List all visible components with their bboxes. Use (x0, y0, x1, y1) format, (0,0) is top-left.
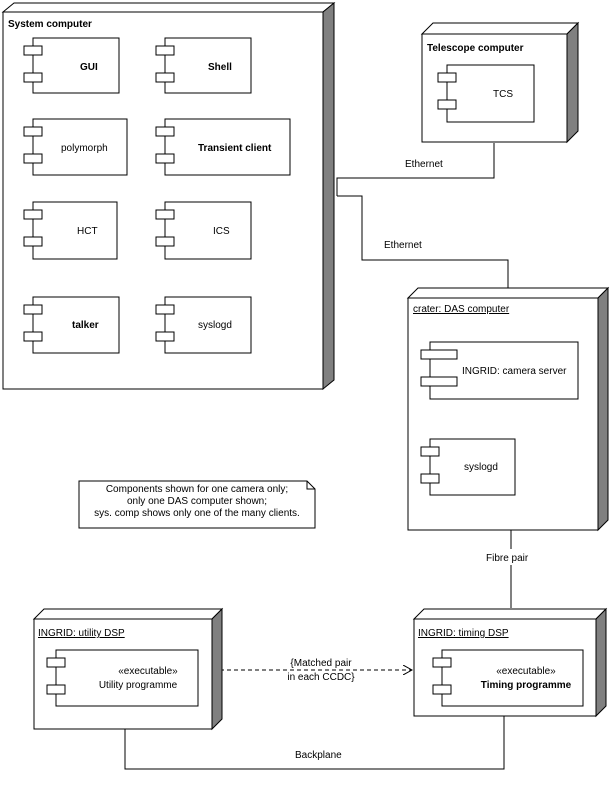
component-label: talker (72, 320, 99, 331)
component-shell: Shell (155, 37, 252, 94)
component-transient-client: Transient client (155, 118, 291, 176)
component-label: syslogd (198, 320, 232, 331)
diagram-note: Components shown for one camera only; on… (79, 481, 315, 528)
component-label: ICS (213, 226, 230, 237)
component-gui: GUI (23, 37, 120, 94)
component-label: Utility programme (99, 680, 178, 691)
component-label: GUI (80, 62, 98, 73)
component-camera-server: INGRID: camera server (420, 341, 579, 400)
component-utility-programme: «executable» Utility programme (46, 649, 199, 707)
component-label: INGRID: camera server (462, 366, 567, 377)
component-polymorph: polymorph (23, 118, 128, 176)
component-hct: HCT (23, 201, 118, 260)
component-label: TCS (493, 89, 513, 100)
label-backplane: Backplane (295, 750, 342, 761)
label-ethernet-telescope: Ethernet (405, 159, 443, 170)
component-stereotype: «executable» (118, 666, 178, 677)
component-syslogd-system: syslogd (155, 296, 252, 354)
component-label: Timing programme (481, 680, 572, 691)
component-label: Shell (208, 62, 232, 73)
node-title: INGRID: utility DSP (38, 628, 125, 639)
node-title: System computer (8, 19, 92, 30)
component-stereotype: «executable» (496, 666, 556, 677)
label-fibre-pair: Fibre pair (486, 553, 529, 564)
component-label: Transient client (198, 143, 272, 154)
label-matched-pair-1: {Matched pair (290, 658, 352, 669)
component-label: polymorph (61, 143, 108, 154)
component-timing-programme: «executable» Timing programme (432, 649, 584, 707)
note-line-1: Components shown for one camera only; (105, 484, 289, 495)
node-title: INGRID: timing DSP (418, 628, 509, 639)
component-syslogd-das: syslogd (420, 438, 516, 496)
component-tcs: TCS (437, 64, 535, 123)
note-shape (78, 480, 316, 529)
backplane-link (124, 716, 505, 770)
component-label: HCT (77, 226, 98, 237)
label-matched-pair-2: in each CCDC} (287, 672, 355, 683)
component-ics: ICS (155, 201, 252, 260)
ethernet-link-das (337, 195, 509, 289)
note-line-2: only one DAS computer shown; (126, 496, 268, 507)
component-label: syslogd (464, 462, 498, 473)
note-line-3: sys. comp shows only one of the many cli… (94, 508, 300, 519)
component-talker: talker (23, 296, 120, 354)
ethernet-link-telescope (336, 143, 495, 196)
label-ethernet-das: Ethernet (384, 240, 422, 251)
node-title: crater: DAS computer (413, 304, 510, 315)
node-title: Telescope computer (427, 43, 524, 54)
connection-lines (124, 143, 512, 770)
